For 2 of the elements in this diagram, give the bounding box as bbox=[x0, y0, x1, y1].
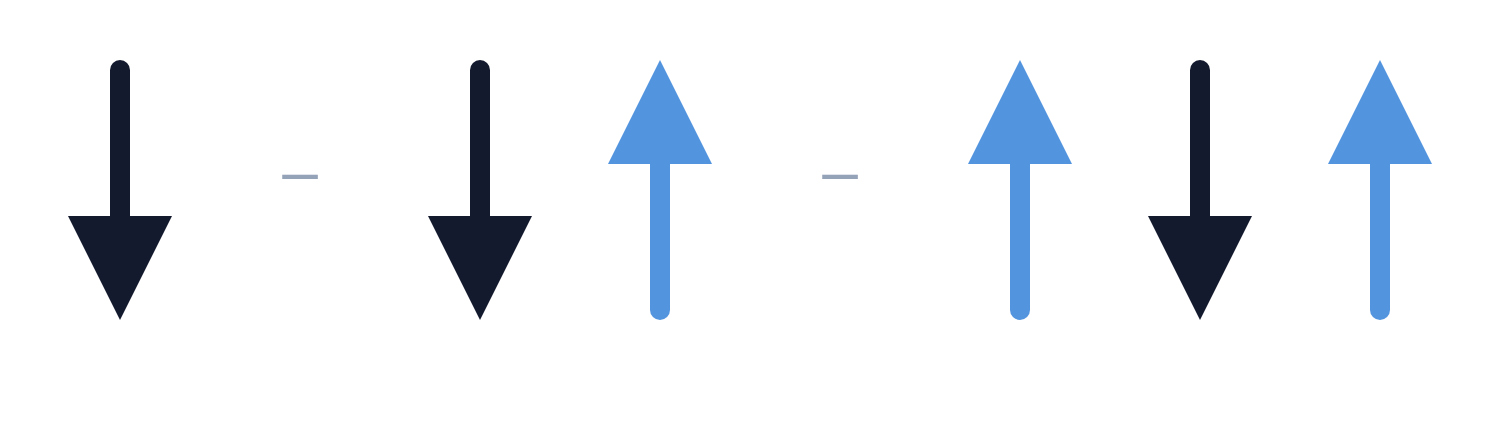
separator-text: – bbox=[282, 161, 318, 181]
separator-text: – bbox=[822, 161, 858, 181]
